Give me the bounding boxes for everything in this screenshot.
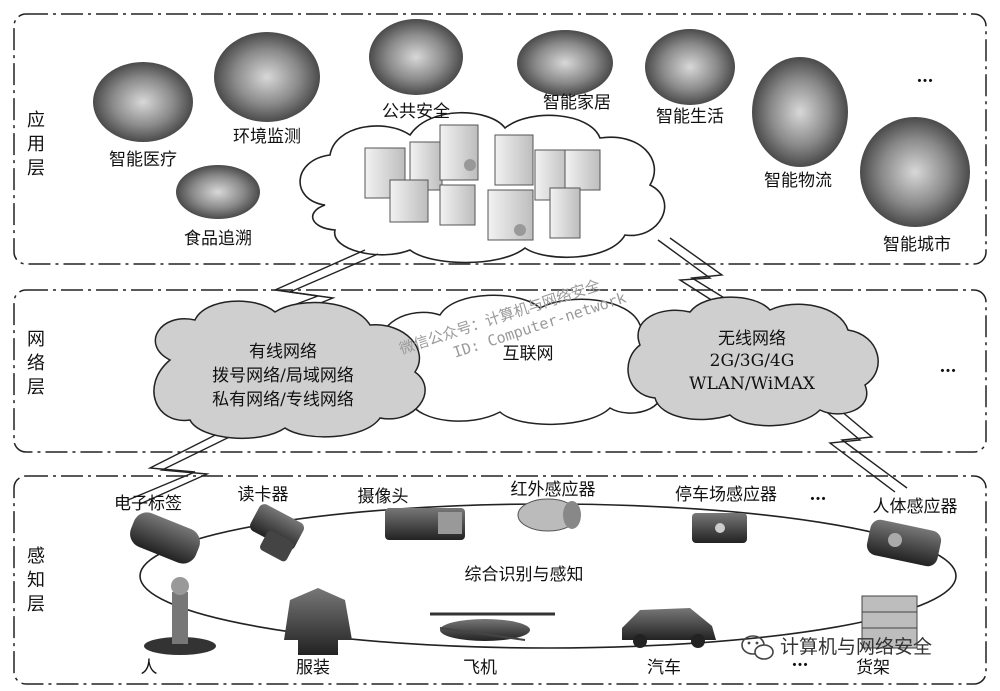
- clothing-photo: [284, 588, 352, 655]
- person-photo: [144, 577, 216, 655]
- medical-photo: [93, 62, 193, 142]
- svg-text:络: 络: [27, 353, 45, 374]
- svg-text:层: 层: [27, 377, 45, 398]
- footer-brand-text: 计算机与网络安全: [780, 636, 932, 658]
- card-reader-photo: [249, 504, 305, 562]
- object-label-car: 汽车: [647, 658, 681, 678]
- wired-cloud-line-3: 私有网络/专线网络: [212, 390, 354, 410]
- wireless-cloud-line-1: 无线网络: [718, 329, 786, 349]
- app-label-medical: 智能医疗: [109, 150, 177, 170]
- logistics-photo: [752, 57, 848, 167]
- city-photo: [860, 117, 970, 227]
- car-photo: [622, 608, 716, 648]
- sensor-label-infrared: 红外感应器: [511, 480, 596, 500]
- sensor-label-rfid: 电子标签: [114, 494, 182, 514]
- infrared-sensor-photo: [517, 498, 581, 532]
- svg-text:用: 用: [27, 134, 45, 155]
- svg-text:知: 知: [27, 570, 45, 591]
- shelf-photo: [861, 595, 918, 649]
- footer-brand: 计算机与网络安全: [741, 635, 932, 660]
- application-layer-box: [13, 13, 987, 265]
- home-photo: [517, 30, 613, 96]
- wireless-cloud-line-2: 2G/3G/4G: [710, 351, 795, 371]
- svg-text:网: 网: [27, 329, 45, 350]
- sensor-label-card-reader: 读卡器: [238, 485, 289, 505]
- parking-sensor-photo: [692, 513, 747, 543]
- link-bolt-app-to-wireless-b: [669, 237, 748, 313]
- app-label-home: 智能家居: [543, 93, 611, 113]
- environment-photo: [214, 32, 320, 122]
- body-sensor-photo: [866, 519, 942, 567]
- camera-photo: [385, 508, 465, 540]
- aircraft-photo: [430, 612, 555, 641]
- perception-more-ellipsis-bottom: …: [792, 651, 809, 671]
- wireless-network-cloud: [627, 296, 879, 427]
- svg-text:层: 层: [27, 594, 45, 615]
- link-bolt-wireless-to-perception-b: [821, 394, 908, 489]
- link-bolt-wired-to-perception-b: [139, 423, 257, 505]
- perception-layer-box: [13, 475, 987, 685]
- security-photo: [369, 19, 463, 95]
- internet-cloud-label: 互联网: [503, 344, 554, 364]
- network-layer-name: 网 络 层: [27, 329, 45, 398]
- server-cluster-icon: [364, 124, 601, 241]
- object-label-shelf: 货架: [856, 658, 890, 678]
- app-label-life: 智能生活: [656, 107, 724, 127]
- network-layer-box: [13, 289, 987, 453]
- app-label-environment: 环境监测: [233, 127, 301, 147]
- network-more-ellipsis: …: [940, 357, 957, 377]
- wired-cloud-line-1: 有线网络: [249, 342, 317, 362]
- svg-text:层: 层: [27, 158, 45, 179]
- rfid-tag-photo: [130, 512, 200, 564]
- wired-cloud-line-2: 拨号网络/局域网络: [212, 366, 354, 386]
- link-bolt-app-to-wireless: [657, 239, 736, 316]
- app-label-logistics: 智能物流: [764, 171, 832, 191]
- wireless-cloud-line-3: WLAN/WiMAX: [689, 374, 816, 394]
- wechat-icon: [741, 635, 774, 660]
- perception-layer-name: 感 知 层: [27, 546, 45, 615]
- wired-network-cloud: [153, 300, 426, 439]
- object-label-clothing: 服装: [296, 658, 330, 678]
- app-label-city: 智能城市: [883, 235, 951, 255]
- svg-text:应: 应: [27, 110, 45, 131]
- app-label-security: 公共安全: [382, 102, 450, 122]
- object-label-person: 人: [141, 658, 158, 678]
- app-label-food: 食品追溯: [184, 229, 252, 249]
- svg-text:感: 感: [27, 546, 45, 567]
- sensor-label-parking: 停车场感应器: [675, 485, 777, 505]
- perception-center-label: 综合识别与感知: [465, 565, 584, 585]
- app-more-ellipsis: …: [917, 67, 934, 87]
- life-photo: [645, 29, 735, 105]
- object-label-aircraft: 飞机: [463, 658, 497, 678]
- link-bolt-wireless-to-perception: [809, 397, 896, 493]
- data-center-cloud: [299, 111, 666, 264]
- application-layer-name: 应 用 层: [27, 110, 45, 179]
- perception-more-ellipsis-top: …: [810, 485, 827, 505]
- sensor-label-body: 人体感应器: [873, 497, 958, 517]
- food-photo: [176, 165, 260, 219]
- link-bolt-wired-to-perception: [127, 419, 246, 501]
- sensor-label-camera: 摄像头: [358, 487, 409, 507]
